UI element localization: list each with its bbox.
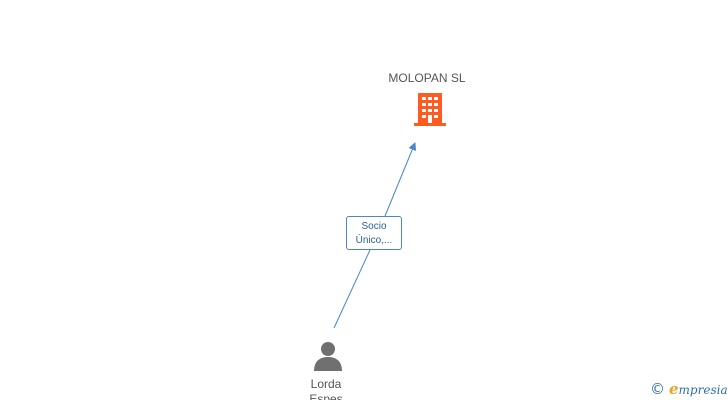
person-icon[interactable]	[313, 341, 343, 371]
brand-logo: © empresia	[650, 380, 728, 398]
brand-initial: e	[669, 380, 679, 398]
person-name-line-1: Lorda	[310, 377, 342, 391]
person-name[interactable]: Lorda Espes	[286, 377, 366, 400]
relation-line-1: Socio	[361, 221, 387, 232]
copyright-icon: ©	[650, 380, 665, 398]
relation-line-2: Único,...	[355, 235, 393, 246]
company-name[interactable]: MOLOPAN SL	[388, 71, 466, 85]
relation-label[interactable]: Socio Único,...	[346, 216, 402, 250]
brand-name-rest: mpresia	[678, 383, 728, 397]
building-icon[interactable]	[414, 91, 446, 127]
person-name-line-2: Espes	[309, 392, 343, 400]
brand-wordmark: empresia	[669, 380, 728, 398]
